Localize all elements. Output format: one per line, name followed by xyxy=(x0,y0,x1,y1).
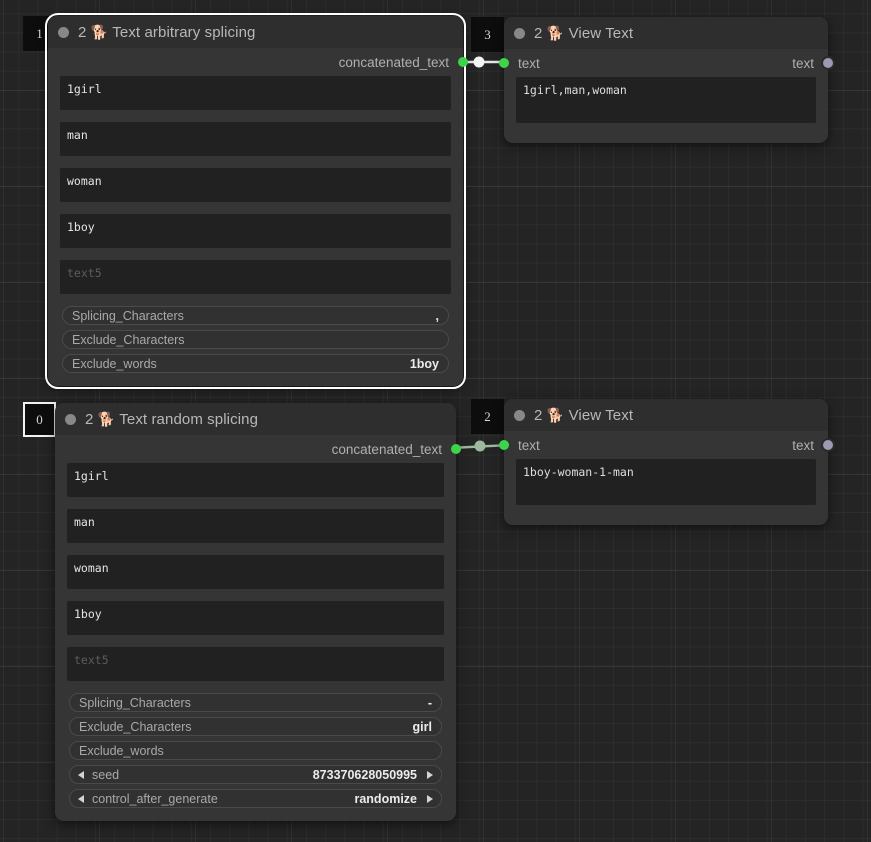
node-body: concatenated_text 1girl man woman 1boy t… xyxy=(55,435,461,821)
io-slot-row[interactable]: text text xyxy=(499,431,833,459)
node-title-text: View Text xyxy=(568,24,634,42)
node-header[interactable]: 2 🐕 Text random splicing xyxy=(55,403,456,435)
widget-splicing-characters[interactable]: Splicing_Characters , xyxy=(62,306,449,325)
output-slot-concatenated-text[interactable]: concatenated_text xyxy=(48,48,468,76)
output-slot-dot-icon[interactable] xyxy=(451,444,461,454)
text-field-text2[interactable]: man xyxy=(67,509,444,543)
node-title-prefix: 2 xyxy=(534,406,543,424)
previous-option-arrow-icon[interactable] xyxy=(78,794,84,803)
node-title-prefix: 2 xyxy=(78,23,87,41)
node-text-arbitrary-splicing[interactable]: 2 🐕 Text arbitrary splicing concatenated… xyxy=(45,13,468,389)
widget-label: Splicing_Characters xyxy=(72,308,184,323)
input-slot-label: text xyxy=(518,55,540,71)
widget-control-after-generate[interactable]: control_after_generate randomize xyxy=(69,789,442,808)
node-title-text: Text arbitrary splicing xyxy=(112,23,256,41)
node-title-prefix: 2 xyxy=(85,410,94,428)
node-header[interactable]: 2 🐕 View Text xyxy=(504,17,828,49)
output-slot-dot-icon[interactable] xyxy=(823,58,833,68)
output-slot-label: concatenated_text xyxy=(331,441,442,457)
widget-label: seed xyxy=(92,767,120,782)
node-title-prefix: 2 xyxy=(534,24,543,42)
dog-icon: 🐕 xyxy=(546,406,565,423)
widget-value: - xyxy=(427,695,432,710)
node-view-text-top[interactable]: 2 🐕 View Text text text 1girl,man,woman xyxy=(499,17,833,143)
node-title: 2 🐕 View Text xyxy=(534,407,633,424)
input-slot-label: text xyxy=(518,437,540,453)
text-field-text4[interactable]: 1boy xyxy=(67,601,444,635)
input-slot-dot-icon[interactable] xyxy=(499,440,509,450)
dog-icon: 🐕 xyxy=(90,23,109,40)
io-slot-row[interactable]: text text xyxy=(499,49,833,77)
collapse-dot-icon[interactable] xyxy=(58,26,69,38)
widget-exclude-words[interactable]: Exclude_words xyxy=(69,741,442,760)
node-view-text-bottom[interactable]: 2 🐕 View Text text text 1boy-woman-1-man xyxy=(499,399,833,525)
output-slot-concatenated-text[interactable]: concatenated_text xyxy=(55,435,461,463)
collapse-dot-icon[interactable] xyxy=(514,409,525,421)
text-field-text2[interactable]: man xyxy=(60,122,451,156)
output-slot-label: text xyxy=(792,437,814,453)
next-option-arrow-icon[interactable] xyxy=(427,794,433,803)
widget-value: girl xyxy=(412,719,432,734)
text-field-text3[interactable]: woman xyxy=(60,168,451,202)
widget-exclude-characters[interactable]: Exclude_Characters girl xyxy=(69,717,442,736)
node-body: concatenated_text 1girl man woman 1boy t… xyxy=(48,48,468,386)
text-field-text1[interactable]: 1girl xyxy=(67,463,444,497)
text-field-text1[interactable]: 1girl xyxy=(60,76,451,110)
text-field-text4[interactable]: 1boy xyxy=(60,214,451,248)
widget-value: randomize xyxy=(354,791,417,806)
widget-splicing-characters[interactable]: Splicing_Characters - xyxy=(69,693,442,712)
widget-value: 873370628050995 xyxy=(312,767,417,782)
view-text-display[interactable]: 1girl,man,woman xyxy=(516,77,816,123)
node-header[interactable]: 2 🐕 View Text xyxy=(504,399,828,431)
widget-label: Exclude_words xyxy=(79,743,164,758)
node-title: 2 🐕 Text random splicing xyxy=(85,411,258,428)
widget-label: Exclude_Characters xyxy=(79,719,192,734)
node-header[interactable]: 2 🐕 Text arbitrary splicing xyxy=(48,16,463,48)
node-id-badge-3: 3 xyxy=(471,17,504,52)
widget-seed[interactable]: seed 873370628050995 xyxy=(69,765,442,784)
node-id-badge-2: 2 xyxy=(471,399,504,434)
output-slot-label: concatenated_text xyxy=(338,54,449,70)
node-body: text text 1girl,man,woman xyxy=(499,49,833,143)
widget-exclude-characters[interactable]: Exclude_Characters xyxy=(62,330,449,349)
widget-value: 1boy xyxy=(409,356,439,371)
widget-label: Splicing_Characters xyxy=(79,695,191,710)
node-title: 2 🐕 Text arbitrary splicing xyxy=(78,24,255,41)
widget-label: Exclude_words xyxy=(72,356,157,371)
output-slot-dot-icon[interactable] xyxy=(823,440,833,450)
dog-icon: 🐕 xyxy=(97,410,116,427)
output-slot-label: text xyxy=(792,55,814,71)
node-title-text: Text random splicing xyxy=(119,410,259,428)
node-text-random-splicing[interactable]: 2 🐕 Text random splicing concatenated_te… xyxy=(55,403,461,821)
collapse-dot-icon[interactable] xyxy=(514,27,525,39)
view-text-display[interactable]: 1boy-woman-1-man xyxy=(516,459,816,505)
node-body: text text 1boy-woman-1-man xyxy=(499,431,833,525)
widget-label: control_after_generate xyxy=(92,791,218,806)
widget-value: , xyxy=(435,308,439,323)
text-field-text5[interactable]: text5 xyxy=(60,260,451,294)
output-slot-dot-icon[interactable] xyxy=(458,57,468,67)
collapse-dot-icon[interactable] xyxy=(65,413,76,425)
node-title: 2 🐕 View Text xyxy=(534,25,633,42)
text-field-text5[interactable]: text5 xyxy=(67,647,444,681)
node-title-text: View Text xyxy=(568,406,634,424)
node-id-badge-0: 0 xyxy=(23,402,56,437)
widget-exclude-words[interactable]: Exclude_words 1boy xyxy=(62,354,449,373)
dog-icon: 🐕 xyxy=(546,24,565,41)
text-field-text3[interactable]: woman xyxy=(67,555,444,589)
input-slot-dot-icon[interactable] xyxy=(499,58,509,68)
decrement-arrow-icon[interactable] xyxy=(78,770,84,779)
increment-arrow-icon[interactable] xyxy=(427,770,433,779)
widget-label: Exclude_Characters xyxy=(72,332,185,347)
